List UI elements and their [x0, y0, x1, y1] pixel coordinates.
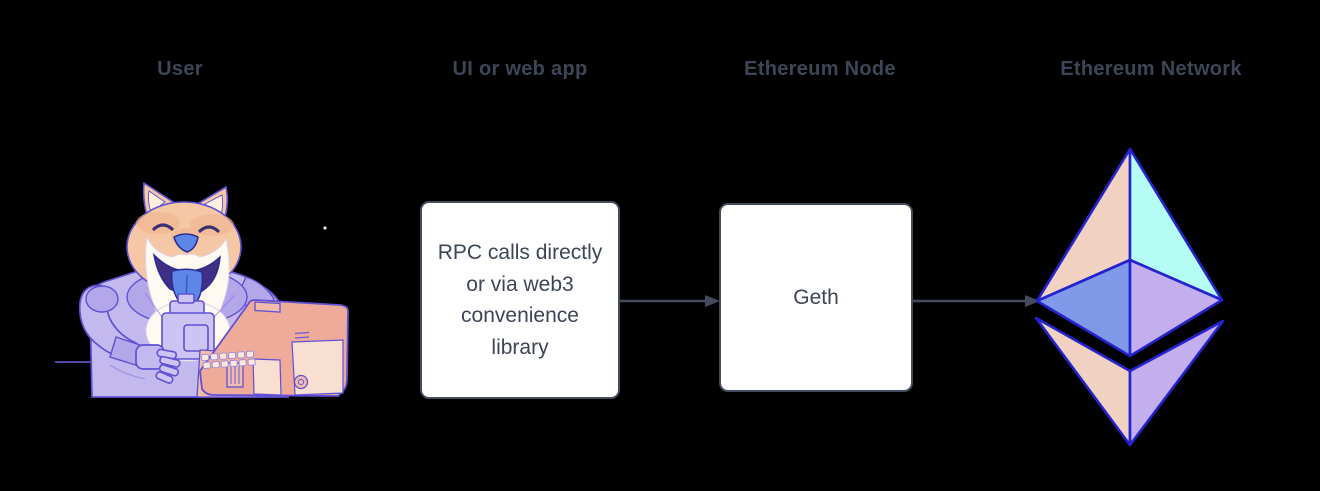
label-webapp: UI or web app [452, 58, 588, 80]
retro-computer [196, 299, 349, 398]
label-user: User [157, 58, 203, 80]
doge-left-arm [78, 284, 181, 384]
robot-fingers [155, 348, 181, 384]
doge-chest-pack [144, 292, 236, 360]
computer-front-panel [252, 358, 282, 396]
computer-handle [254, 301, 281, 313]
computer-vents [294, 331, 310, 339]
webapp-box-text: RPC calls directly or via web3 convenien… [437, 241, 603, 359]
doge-astronaut-illustration [55, 181, 349, 398]
keyboard-keys [201, 350, 256, 369]
sparkle-dot [323, 226, 327, 230]
eth-reflection-right [1128, 319, 1225, 447]
geth-box-text: Geth [793, 285, 839, 309]
right-eye [198, 225, 220, 233]
ethereum-logo-icon [1034, 147, 1225, 447]
left-eye [152, 223, 174, 231]
label-ethereum-network: Ethereum Network [1060, 58, 1242, 80]
arrow-node-to-network [913, 295, 1040, 307]
label-ethereum-node: Ethereum Node [744, 58, 896, 80]
geth-box: Geth [719, 203, 913, 392]
nose [173, 233, 199, 253]
eth-face-mid-right [1128, 258, 1224, 358]
webapp-box: RPC calls directly or via web3 convenien… [420, 201, 620, 399]
computer-logo-badge [293, 374, 309, 390]
arrow-webapp-to-node [620, 295, 720, 307]
